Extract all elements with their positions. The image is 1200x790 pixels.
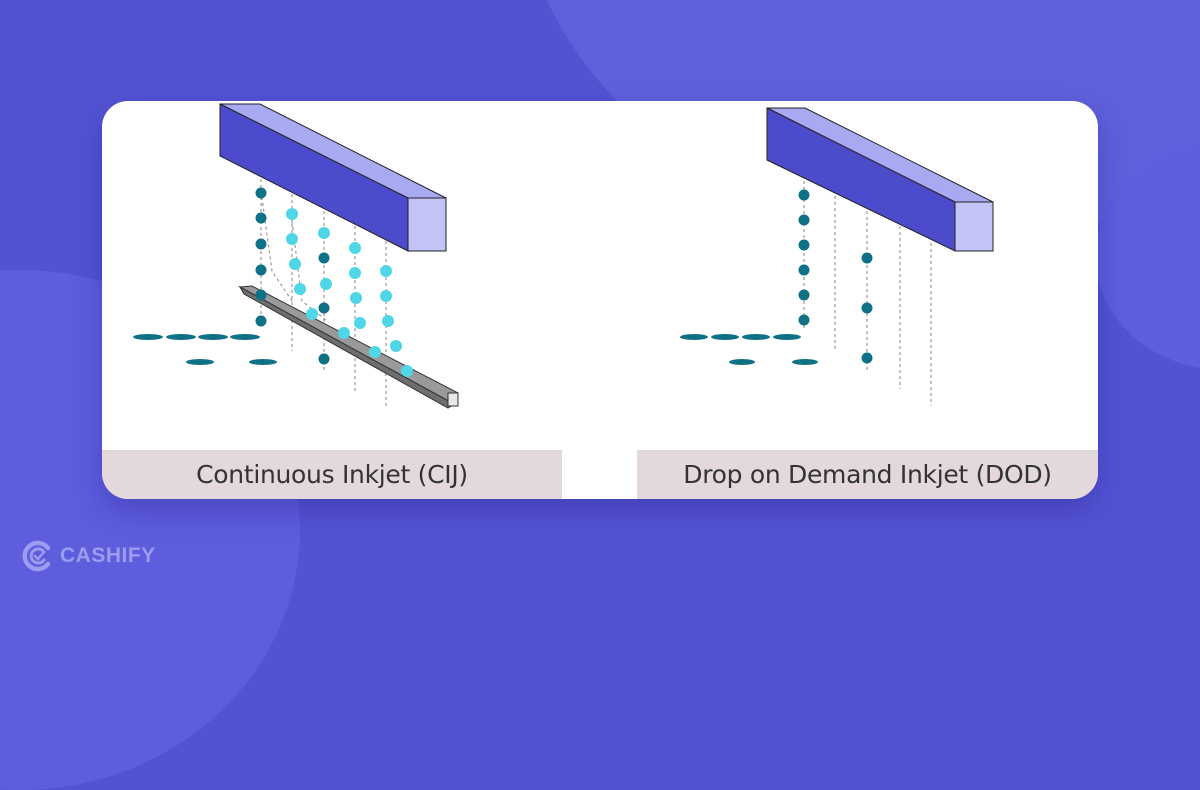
- dod-print-head: [766, 107, 994, 252]
- background-blob-right: [1095, 140, 1200, 370]
- cij-printed-marks: [133, 334, 277, 365]
- cashify-logo-icon: [22, 540, 51, 572]
- inkjet-comparison-diagram: [133, 103, 994, 409]
- dod-drop-paths: [803, 181, 932, 406]
- dod-printed-marks: [680, 334, 818, 365]
- cij-caption: Continuous Inkjet (CIJ): [102, 450, 562, 499]
- cij-uncharged-drops: [286, 208, 413, 377]
- cij-diagram: [133, 103, 459, 409]
- dod-drops: [798, 189, 873, 364]
- brand-name: CASHIFY: [60, 544, 156, 567]
- dod-diagram: [680, 107, 994, 406]
- cashify-logo: CASHIFY: [22, 540, 156, 572]
- cij-gutter: [238, 285, 459, 409]
- cij-print-head: [219, 103, 447, 252]
- dod-caption: Drop on Demand Inkjet (DOD): [637, 450, 1098, 499]
- cij-charged-drops: [255, 187, 330, 365]
- diagram-card: Continuous Inkjet (CIJ) Drop on Demand I…: [102, 101, 1098, 499]
